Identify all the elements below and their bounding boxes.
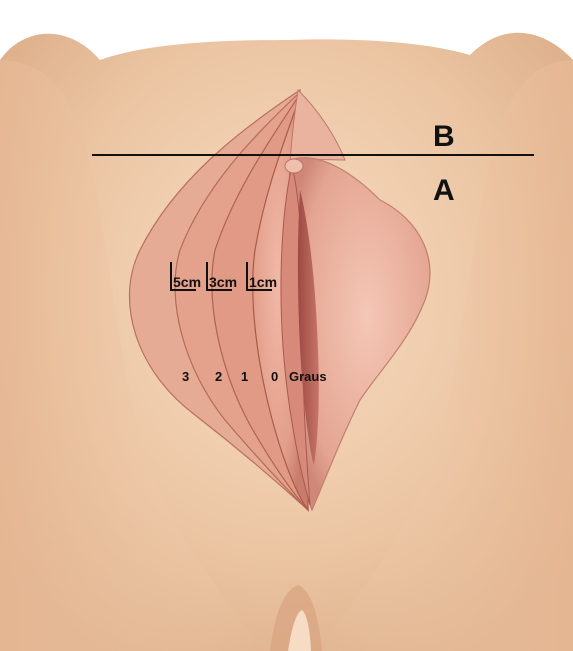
label-b: B: [433, 120, 455, 153]
scale-3cm: 3cm: [209, 274, 237, 290]
grade-1-label: 1: [241, 369, 248, 384]
clitoris: [285, 159, 303, 173]
grade-3-label: 3: [182, 369, 189, 384]
scale-1cm: 1cm: [249, 274, 277, 290]
label-a: A: [433, 174, 455, 207]
grade-2-label: 2: [215, 369, 222, 384]
scale-5cm: 5cm: [173, 274, 201, 290]
grade-unit-label: Graus: [289, 369, 327, 384]
grade-0-label: 0: [271, 369, 278, 384]
